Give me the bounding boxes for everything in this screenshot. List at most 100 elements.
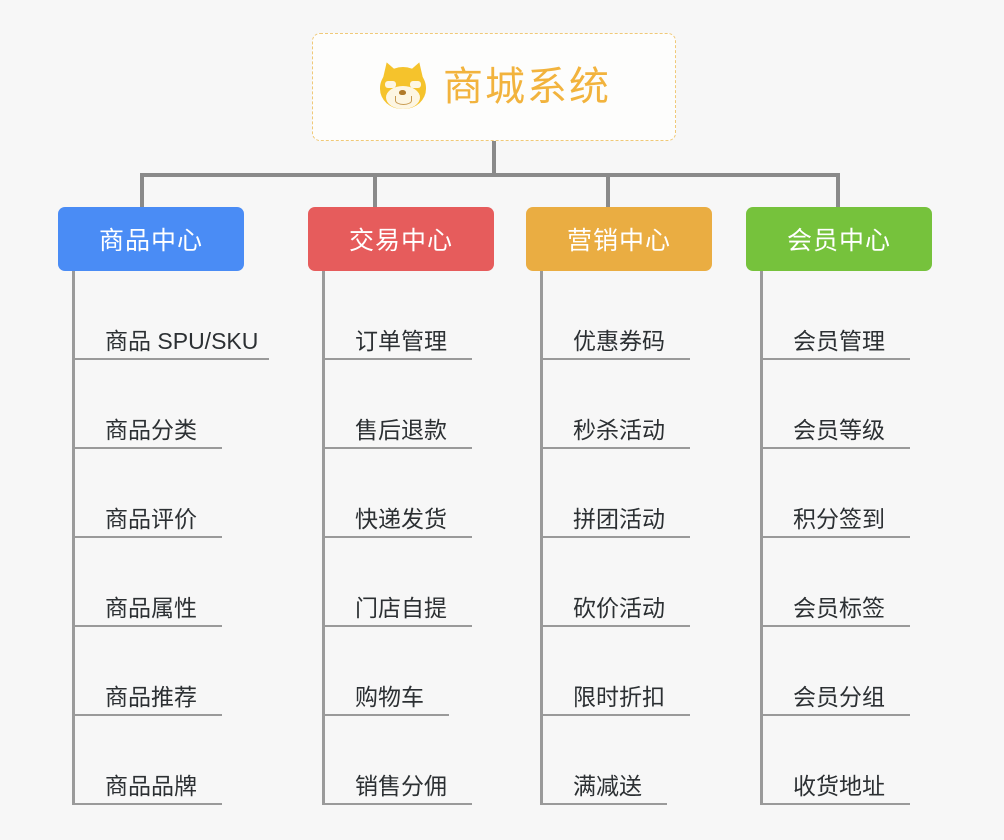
leaf-underline: [322, 447, 472, 449]
leaf-label: 会员标签: [793, 595, 885, 621]
leaf-underline: [322, 358, 472, 360]
leaf-label: 拼团活动: [573, 506, 665, 532]
leaf-item[interactable]: 商品属性: [58, 538, 244, 627]
column-group-2: 交易中心 订单管理 售后退款 快递发货 门店自提 购物车: [308, 207, 494, 805]
leaf-underline: [72, 714, 222, 716]
column-group-1: 商品中心 商品 SPU/SKU 商品分类 商品评价 商品属性 商品推荐: [58, 207, 269, 805]
leaf-trunk-3: [540, 271, 543, 805]
leaf-label: 售后退款: [355, 417, 447, 443]
leaf-item[interactable]: 满减送: [526, 716, 712, 805]
leaf-underline: [760, 358, 910, 360]
leaf-trunk-2: [322, 271, 325, 805]
connector-root-stem: [492, 141, 496, 177]
leaf-label: 购物车: [355, 684, 424, 710]
column-group-3: 营销中心 优惠券码 秒杀活动 拼团活动 砍价活动 限时折扣: [526, 207, 712, 805]
leaf-trunk-4: [760, 271, 763, 805]
column-header-1-label: 商品中心: [98, 227, 203, 255]
leaf-list-4: 会员管理 会员等级 积分签到 会员标签 会员分组 收货地址: [746, 271, 932, 805]
column-header-2[interactable]: 交易中心: [308, 207, 494, 271]
leaf-item[interactable]: 商品分类: [58, 360, 244, 449]
root-node-mall-system[interactable]: 商城系统: [312, 33, 676, 141]
leaf-item[interactable]: 会员分组: [746, 627, 932, 716]
leaf-label: 订单管理: [355, 328, 447, 354]
leaf-underline: [72, 803, 222, 805]
leaf-label: 商品品牌: [105, 773, 197, 799]
connector-drop-column-1: [140, 173, 144, 209]
leaf-item[interactable]: 商品 SPU/SKU: [58, 271, 269, 360]
leaf-underline: [540, 714, 690, 716]
leaf-item[interactable]: 收货地址: [746, 716, 932, 805]
leaf-underline: [322, 536, 472, 538]
leaf-item[interactable]: 门店自提: [308, 538, 494, 627]
leaf-underline: [540, 358, 690, 360]
leaf-label: 商品评价: [105, 506, 197, 532]
leaf-label: 砍价活动: [573, 595, 665, 621]
leaf-list-3: 优惠券码 秒杀活动 拼团活动 砍价活动 限时折扣 满减送: [526, 271, 712, 805]
leaf-item[interactable]: 订单管理: [308, 271, 494, 360]
leaf-underline: [760, 536, 910, 538]
leaf-label: 优惠券码: [573, 328, 665, 354]
leaf-item[interactable]: 优惠券码: [526, 271, 712, 360]
column-group-4: 会员中心 会员管理 会员等级 积分签到 会员标签 会员分组: [746, 207, 932, 805]
leaf-trunk-1: [72, 271, 75, 805]
leaf-item[interactable]: 会员等级: [746, 360, 932, 449]
leaf-item[interactable]: 购物车: [308, 627, 494, 716]
leaf-item[interactable]: 售后退款: [308, 360, 494, 449]
leaf-label: 商品属性: [105, 595, 197, 621]
leaf-label: 门店自提: [355, 595, 447, 621]
leaf-item[interactable]: 会员管理: [746, 271, 932, 360]
leaf-underline: [760, 803, 910, 805]
leaf-underline: [540, 803, 667, 805]
leaf-underline: [540, 447, 690, 449]
leaf-label: 快递发货: [355, 506, 447, 532]
column-header-3-label: 营销中心: [566, 227, 671, 255]
leaf-label: 会员分组: [793, 684, 885, 710]
leaf-item[interactable]: 限时折扣: [526, 627, 712, 716]
column-header-2-label: 交易中心: [348, 227, 453, 255]
leaf-list-2: 订单管理 售后退款 快递发货 门店自提 购物车 销售分佣: [308, 271, 494, 805]
leaf-item[interactable]: 秒杀活动: [526, 360, 712, 449]
leaf-underline: [760, 447, 910, 449]
column-header-3[interactable]: 营销中心: [526, 207, 712, 271]
leaf-underline: [322, 714, 449, 716]
column-header-1[interactable]: 商品中心: [58, 207, 244, 271]
leaf-label: 商品推荐: [105, 684, 197, 710]
leaf-label: 积分签到: [793, 506, 885, 532]
connector-drop-column-2: [373, 173, 377, 209]
column-header-4-label: 会员中心: [786, 227, 891, 255]
connector-drop-column-4: [836, 173, 840, 209]
leaf-underline: [322, 803, 472, 805]
leaf-item[interactable]: 快递发货: [308, 449, 494, 538]
leaf-label: 秒杀活动: [573, 417, 665, 443]
leaf-label: 商品分类: [105, 417, 197, 443]
leaf-underline: [322, 625, 472, 627]
leaf-underline: [72, 447, 222, 449]
leaf-label: 满减送: [573, 773, 642, 799]
leaf-item[interactable]: 拼团活动: [526, 449, 712, 538]
connector-drop-column-3: [606, 173, 610, 209]
leaf-label: 会员等级: [793, 417, 885, 443]
shiba-dog-icon: [377, 59, 429, 113]
leaf-underline: [72, 625, 222, 627]
leaf-label: 限时折扣: [573, 684, 665, 710]
leaf-item[interactable]: 会员标签: [746, 538, 932, 627]
leaf-item[interactable]: 商品品牌: [58, 716, 244, 805]
leaf-underline: [72, 358, 269, 360]
leaf-label: 商品 SPU/SKU: [105, 328, 259, 354]
connector-horizontal-bus: [140, 173, 840, 177]
leaf-underline: [72, 536, 222, 538]
leaf-underline: [760, 625, 910, 627]
root-node-title: 商城系统: [443, 65, 611, 109]
leaf-item[interactable]: 商品评价: [58, 449, 244, 538]
leaf-label: 会员管理: [793, 328, 885, 354]
leaf-label: 收货地址: [793, 773, 885, 799]
leaf-item[interactable]: 销售分佣: [308, 716, 494, 805]
leaf-item[interactable]: 砍价活动: [526, 538, 712, 627]
column-header-4[interactable]: 会员中心: [746, 207, 932, 271]
leaf-underline: [540, 625, 690, 627]
leaf-item[interactable]: 商品推荐: [58, 627, 244, 716]
leaf-item[interactable]: 积分签到: [746, 449, 932, 538]
leaf-underline: [760, 714, 910, 716]
leaf-list-1: 商品 SPU/SKU 商品分类 商品评价 商品属性 商品推荐 商品品牌: [58, 271, 269, 805]
